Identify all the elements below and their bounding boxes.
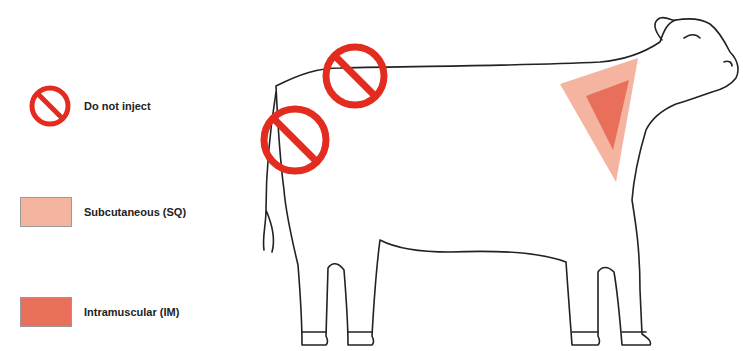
legend-label: Intramuscular (IM) [84,306,179,318]
no-inject-legend-symbol [28,84,72,128]
subcutaneous-zone [560,58,638,182]
no-inject-symbol [264,109,326,171]
cow-eye [684,35,700,38]
legend-swatch [20,297,72,327]
legend-label: Do not inject [84,100,151,112]
legend-label: Subcutaneous (SQ) [84,206,186,218]
no-inject-symbol [326,47,384,105]
cow-outline [276,19,738,345]
cow-ear [655,18,676,40]
cow-hoof-lines [302,331,646,333]
intramuscular-zone [586,80,629,150]
cow-nostril [724,61,732,66]
legend-swatch [20,197,72,227]
